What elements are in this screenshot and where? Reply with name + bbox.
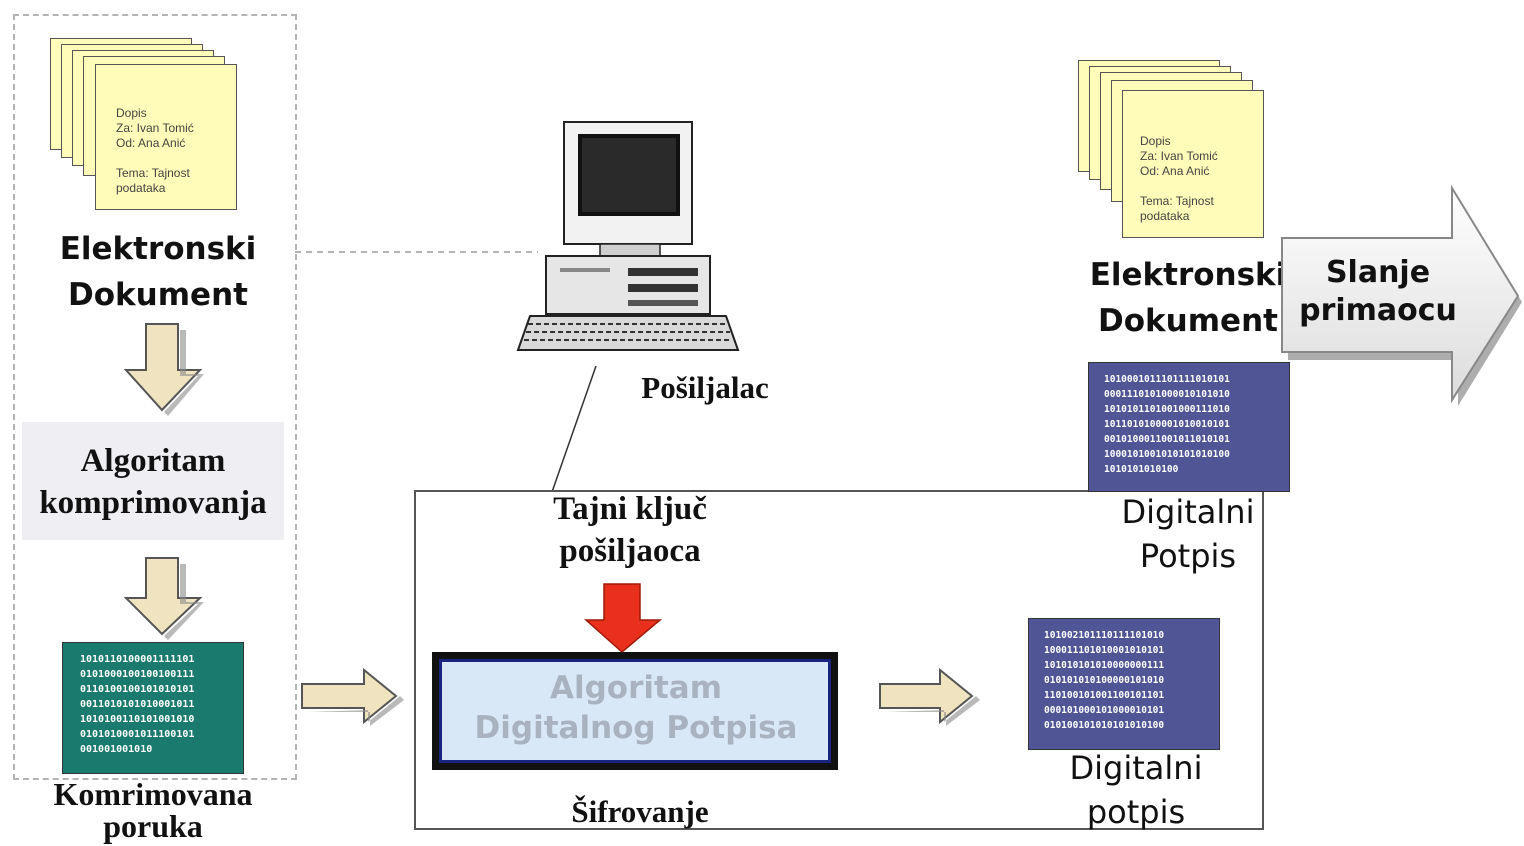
compression-algorithm-box (22, 422, 284, 540)
sender-label: Pošiljalac (641, 370, 769, 405)
attached-signature-label: Digitalni Potpis (1121, 493, 1255, 575)
secret-key-label: Tajni ključ pošiljaoca (553, 491, 707, 569)
digital-signature-algorithm-box (432, 652, 838, 770)
compressed-message-block (62, 642, 244, 774)
compressed-binary: 1010110100001111101 0101000100100100111 … (80, 654, 195, 755)
sender-process-region (13, 14, 297, 780)
signed-document-icon: Dopis Za: Ivan Tomić Od: Ana Anić Tema: … (1078, 60, 1268, 240)
left-document-label: Elektronski Dokument (59, 231, 257, 313)
digital-signature-algorithm-label: Algoritam Digitalnog Potpisa (474, 670, 798, 746)
attached-signature-block (1088, 362, 1290, 492)
down-arrow-icon (123, 557, 204, 640)
computer-icon (516, 121, 740, 351)
encryption-label: Šifrovanje (571, 794, 709, 829)
down-arrow-icon (123, 323, 204, 416)
send-to-recipient-label: Slanje primaocu (1299, 255, 1457, 328)
right-arrow-icon (301, 667, 404, 726)
document-text: Dopis Za: Ivan Tomić Od: Ana Anić Tema: … (1140, 134, 1218, 223)
electronic-document-icon: Dopis Za: Ivan Tomić Od: Ana Anić Tema: … (50, 38, 240, 213)
send-arrow-icon (1281, 184, 1522, 406)
key-down-arrow-icon (584, 583, 663, 653)
document-text: Dopis Za: Ivan Tomić Od: Ana Anić Tema: … (116, 106, 194, 195)
signature-binary: 101002101110111101010 100011101010001010… (1044, 630, 1165, 731)
right-document-label: Elektronski Dokument (1089, 257, 1287, 339)
attached-signature-binary: 1010001011101111010101 00011101010000101… (1104, 374, 1230, 475)
digital-signature-label: Digitalni potpis (1069, 749, 1203, 831)
right-arrow-icon (879, 667, 980, 726)
digital-signature-block (1028, 618, 1220, 750)
compression-algorithm-label: Algoritam komprimovanja (39, 443, 267, 521)
compressed-message-label: Komrimovana poruka (53, 776, 253, 844)
